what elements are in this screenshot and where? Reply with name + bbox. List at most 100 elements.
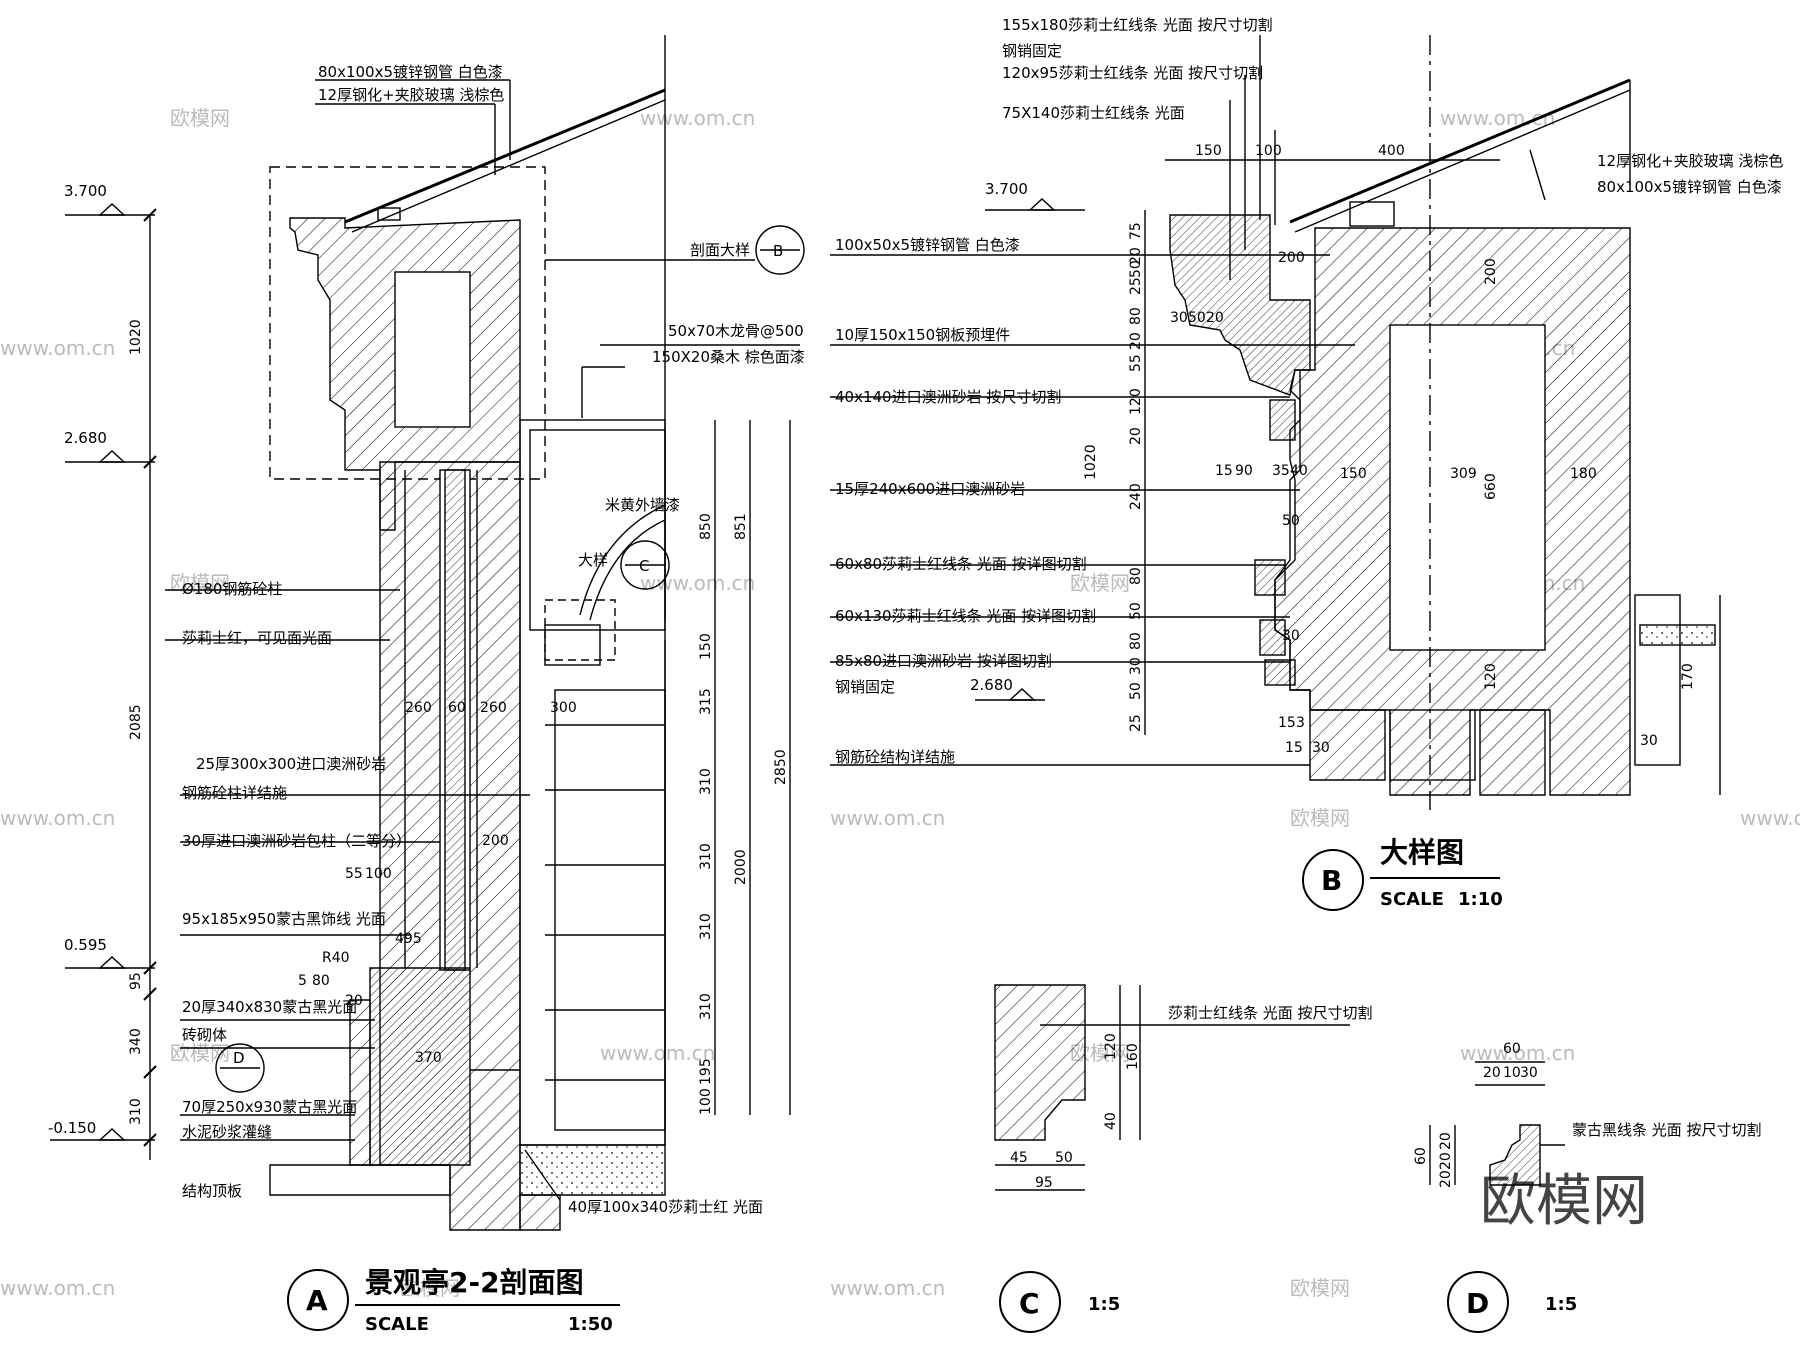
b-ldim-15: 25: [1128, 714, 1144, 732]
dim-310c: 310: [698, 913, 714, 940]
b-ldim-5: 20: [1128, 332, 1144, 350]
b-dim-400: 400: [1378, 143, 1405, 159]
b-ldim-9: 240: [1128, 483, 1144, 510]
dim-80: 80: [312, 973, 330, 989]
watermark-site: www.om.cn: [0, 1276, 115, 1300]
note-black-line: 95x185x950蒙古黑饰线 光面: [182, 910, 386, 928]
note-structural-slab: 结构顶板: [182, 1182, 242, 1200]
c-dim-95: 95: [1035, 1175, 1053, 1191]
note-section-detail: 剖面大样: [690, 241, 750, 259]
b-idim-15: 120: [1483, 663, 1499, 690]
b-idim-20: 170: [1680, 663, 1696, 690]
watermark-brand: 欧模网: [400, 1276, 460, 1300]
b-level-top: 3.700: [985, 180, 1028, 198]
b-idim-17: 3: [1296, 715, 1305, 731]
b-idim-0: 200: [1278, 250, 1305, 266]
b-note-red-60x80: 60x80莎莉士红线条 光面 按详图切割: [835, 555, 1087, 573]
note-red-stone: 莎莉士红，可见面光面: [182, 629, 332, 647]
note-brick: 砖砌体: [182, 1026, 227, 1044]
detail-b-scale-word: SCALE: [1380, 889, 1444, 910]
d-vdim-20c: 20: [1438, 1170, 1454, 1188]
dim-260b: 260: [480, 700, 507, 716]
note-rc-column: Ø180钢筋砼柱: [182, 580, 282, 598]
dim-20: 20: [345, 993, 363, 1009]
watermark-site: www.om.cn: [830, 806, 945, 830]
b-ldim-1: 20: [1128, 247, 1144, 265]
d-vdim-20b: 20: [1438, 1152, 1454, 1170]
detail-b-text: 3.700 2.680 150 100 400 75 20 25 50 80 2…: [835, 16, 1783, 910]
b-note-red-60x130: 60x130莎莉士红线条 光面 按详图切割: [835, 607, 1096, 625]
dim-55: 55: [345, 866, 363, 882]
watermark-brand: 欧模网: [170, 1041, 230, 1065]
dim-2000: 2000: [733, 849, 749, 885]
b-level-bottom: 2.680: [970, 676, 1013, 694]
b-note-red-75: 75X140莎莉士红线条 光面: [1002, 104, 1185, 122]
b-idim-8: 150: [1340, 466, 1367, 482]
b-idim-7: 40: [1290, 463, 1308, 479]
detail-a-scale-word: SCALE: [365, 1314, 429, 1335]
b-idim-9: 309: [1450, 466, 1477, 482]
detail-c-section: [994, 984, 1350, 1333]
b-note-glass: 12厚钢化+夹胶玻璃 浅棕色: [1597, 152, 1783, 170]
callout-d-letter: D: [233, 1049, 245, 1067]
detail-c-bubble-letter: C: [1019, 1287, 1040, 1320]
dim-1020: 1020: [128, 319, 144, 355]
dim-340: 340: [128, 1028, 144, 1055]
dim-95: 95: [128, 972, 144, 990]
b-ldim-6: 55: [1128, 354, 1144, 372]
b-ldim-14: 50: [1128, 682, 1144, 700]
note-grout: 水泥砂浆灌缝: [182, 1123, 272, 1141]
b-idim-21: 30: [1640, 733, 1658, 749]
note-black-70: 70厚250x930蒙古黑光面: [182, 1098, 357, 1116]
dim-195: 195: [698, 1058, 714, 1085]
dim-r40: R40: [322, 950, 350, 966]
b-idim-10: 180: [1570, 466, 1597, 482]
level-low: 0.595: [64, 936, 107, 954]
watermark-brand: 欧模网: [1070, 571, 1130, 595]
b-idim-13: 50: [1282, 513, 1300, 529]
d-vdim-60: 60: [1413, 1147, 1429, 1165]
note-wood-keel: 50x70木龙骨@500: [668, 322, 804, 340]
callout-c-circle: [620, 540, 670, 590]
d-note: 蒙古黑线条 光面 按尺寸切割: [1572, 1121, 1762, 1139]
d-dim-60: 60: [1503, 1041, 1521, 1057]
b-idim-19: 30: [1312, 740, 1330, 756]
detail-c-text: 120 160 40 45 50 95 莎莉士红线条 光面 按尺寸切割 C 1:…: [1010, 1004, 1373, 1320]
watermark-brand: 欧模网: [1290, 806, 1350, 830]
level-marks: [50, 203, 155, 1141]
detail-a-section: [50, 35, 805, 1331]
callout-d-circle: [215, 1043, 265, 1093]
b-note-pin: 钢销固定: [1002, 42, 1062, 60]
d-dim-30: 30: [1520, 1065, 1538, 1081]
dim-60: 60: [448, 700, 466, 716]
note-rc-column-ref: 钢筋砼柱详结施: [182, 784, 287, 802]
b-ldim-0: 75: [1128, 222, 1144, 240]
watermark-site: www.om.cn: [1460, 1041, 1575, 1065]
b-note-red-120: 120x95莎莉士红线条 光面 按尺寸切割: [1002, 64, 1263, 82]
dim-495: 495: [395, 931, 422, 947]
callout-c-letter: C: [639, 557, 649, 575]
b-idim-12: 660: [1483, 473, 1499, 500]
detail-d-bubble-letter: D: [1466, 1287, 1489, 1320]
dim-260a: 260: [405, 700, 432, 716]
watermark-site: www.om.cn: [0, 806, 115, 830]
b-note-red-155: 155x180莎莉士红线条 光面 按尺寸切割: [1002, 16, 1273, 34]
b-idim-11: 200: [1483, 258, 1499, 285]
watermark-site: www.om.cn: [1740, 806, 1800, 830]
note-steel-pipe: 80x100x5镀锌钢管 白色漆: [318, 63, 503, 81]
watermark-site: www.om.cn: [0, 336, 115, 360]
note-wood-board: 150X20桑木 棕色面漆: [652, 348, 805, 366]
callout-b-circle: [755, 225, 805, 275]
c-dim-50: 50: [1055, 1150, 1073, 1166]
note-red-40: 40厚100x340莎莉士红 光面: [568, 1198, 763, 1216]
detail-b-bubble-letter: B: [1321, 864, 1342, 897]
b-idim-2: 50: [1188, 310, 1206, 326]
b-note-pin2: 钢销固定: [835, 678, 895, 696]
b-ldim-12: 80: [1128, 632, 1144, 650]
b-ldim-4: 80: [1128, 307, 1144, 325]
dim-300: 300: [550, 700, 577, 716]
watermark-site: www.om.cn: [640, 571, 755, 595]
b-dim-100: 100: [1255, 143, 1282, 159]
c-dim-45: 45: [1010, 1150, 1028, 1166]
